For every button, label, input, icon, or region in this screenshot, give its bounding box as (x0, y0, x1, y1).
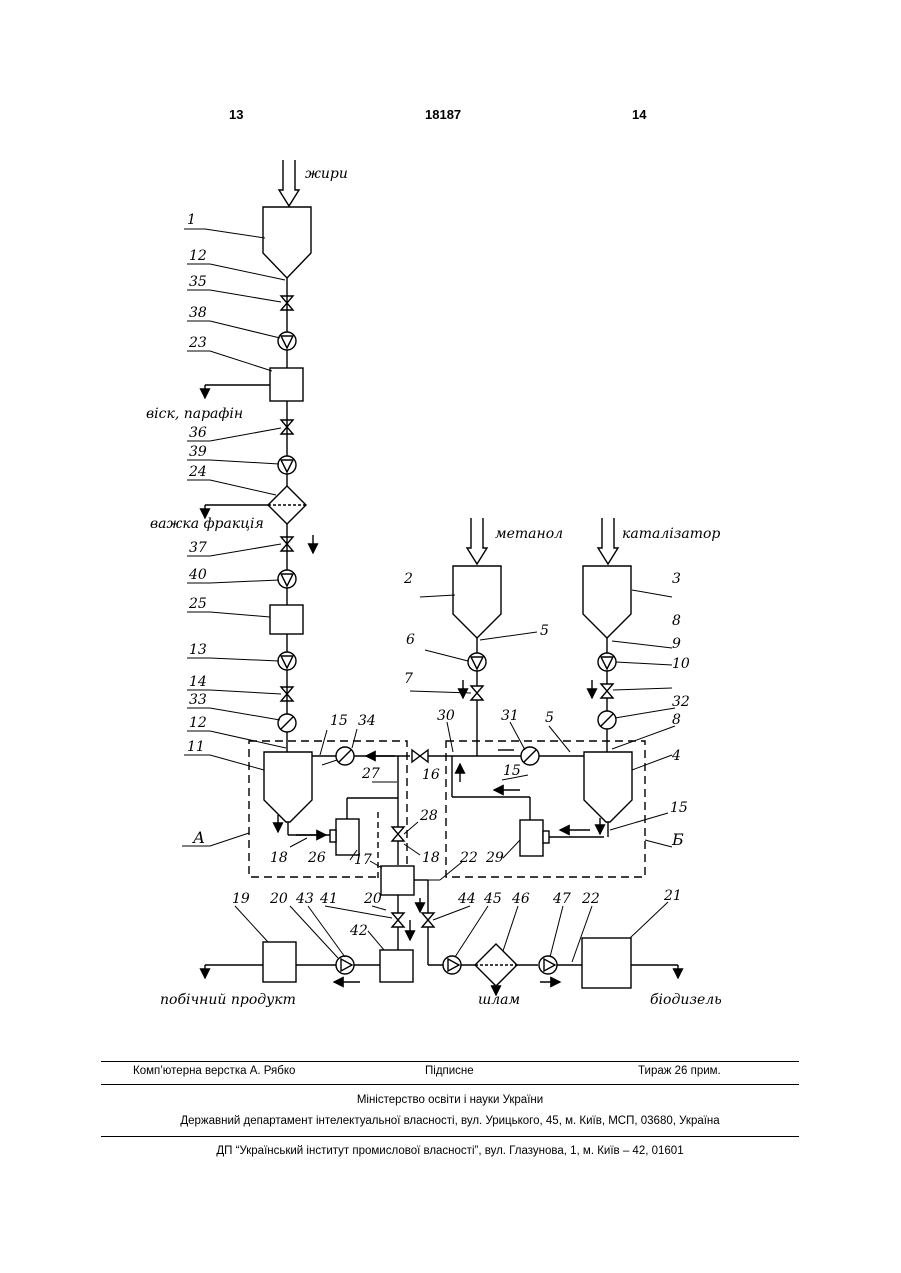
valve-10 (601, 684, 613, 698)
valve-7 (471, 686, 483, 700)
label-4: 4 (671, 748, 681, 764)
label-12a: 12 (189, 248, 207, 264)
label-42: 42 (349, 923, 368, 939)
label-15c: 15 (670, 800, 688, 816)
footer-ministry: Міністерство освіти і науки України (101, 1094, 799, 1106)
label-47: 47 (552, 891, 571, 907)
tank-1 (263, 207, 311, 278)
label-20a: 20 (269, 891, 288, 907)
label-15b: 15 (503, 763, 521, 779)
label-37: 37 (189, 540, 207, 556)
tank-2 (453, 566, 501, 638)
label-7: 7 (404, 671, 413, 687)
label-35: 35 (189, 274, 207, 290)
label-15a: 15 (330, 713, 348, 729)
label-18a: 18 (270, 850, 288, 866)
label-45: 45 (483, 891, 502, 907)
footer-signed: Підписне (425, 1065, 474, 1077)
label-11: 11 (187, 739, 205, 755)
label-17: 17 (354, 852, 372, 868)
fats-input-arrow (279, 160, 299, 206)
unit-26 (336, 819, 359, 855)
label-3: 3 (672, 571, 681, 587)
label-5a: 5 (545, 710, 554, 726)
footer-institute: ДП “Український інститут промислової вла… (101, 1145, 799, 1157)
footer-layout: Комп’ютерна верстка А. Рябко (133, 1065, 295, 1077)
label-43: 43 (295, 891, 314, 907)
label-27: 27 (361, 766, 380, 782)
heavy-fraction-label: важка фракція (150, 516, 264, 532)
label-30: 30 (437, 708, 455, 724)
label-12b: 12 (189, 715, 207, 731)
unit-29 (520, 820, 543, 856)
catalyst-label: каталізатор (622, 526, 720, 542)
valve-44 (422, 913, 434, 927)
label-29: 29 (485, 850, 504, 866)
biodiesel-label: біодизель (650, 992, 722, 1008)
label-26: 26 (307, 850, 326, 866)
label-2: 2 (403, 571, 413, 587)
label-23: 23 (188, 335, 207, 351)
footer-circulation: Тираж 26 прим. (638, 1065, 721, 1077)
label-1: 1 (187, 212, 196, 228)
process-flow-diagram: жири віск, парафін важка фракція (0, 0, 901, 1050)
label-25: 25 (188, 596, 207, 612)
label-14: 14 (189, 674, 207, 690)
label-13: 13 (189, 642, 207, 658)
footer-rule-1 (101, 1061, 799, 1062)
label-18b: 18 (422, 850, 440, 866)
tank-21 (582, 938, 631, 988)
vessel-42 (380, 950, 413, 982)
wax-output-label: віск, парафін (146, 406, 243, 422)
label-41: 41 (319, 891, 338, 907)
reactor-11 (264, 752, 312, 822)
label-5b: 5 (540, 623, 549, 639)
fats-label: жири (305, 166, 348, 182)
label-22a: 22 (459, 850, 478, 866)
label-32: 32 (672, 694, 690, 710)
label-6: 6 (406, 632, 415, 648)
methanol-label: метанол (495, 526, 563, 542)
label-8a: 8 (672, 712, 681, 728)
tank-3 (583, 566, 631, 638)
apparatus-23 (270, 368, 303, 401)
label-8b: 8 (672, 613, 681, 629)
label-16: 16 (422, 767, 440, 783)
reactor-4 (584, 752, 632, 822)
valve-28 (392, 827, 404, 841)
methanol-input-arrow (467, 518, 487, 564)
label-22b: 22 (581, 891, 600, 907)
catalyst-input-arrow (598, 518, 618, 564)
label-10: 10 (672, 656, 690, 672)
label-20b: 20 (363, 891, 382, 907)
label-39: 39 (189, 444, 207, 460)
tank-19 (263, 942, 296, 982)
label-31: 31 (501, 708, 519, 724)
label-19: 19 (232, 891, 250, 907)
footer-rule-3 (101, 1136, 799, 1137)
label-21: 21 (663, 888, 682, 904)
label-38: 38 (189, 305, 207, 321)
zone-a-label: А (192, 828, 205, 847)
label-33: 33 (189, 692, 207, 708)
label-36: 36 (189, 425, 207, 441)
sludge-label: шлам (478, 992, 520, 1008)
label-24: 24 (188, 464, 207, 480)
label-28: 28 (419, 808, 438, 824)
valve-16 (412, 750, 428, 762)
apparatus-25 (270, 605, 303, 634)
label-34: 34 (358, 713, 376, 729)
byproduct-label: побічний продукт (160, 992, 296, 1008)
valve-41 (392, 913, 404, 927)
label-40: 40 (188, 567, 207, 583)
footer-rule-2 (101, 1084, 799, 1085)
vessel-17 (381, 866, 414, 895)
label-46: 46 (511, 891, 530, 907)
label-9: 9 (672, 636, 681, 652)
footer-department: Державний департамент інтелектуальної вл… (101, 1115, 799, 1127)
label-44: 44 (457, 891, 476, 907)
zone-b-label: Б (671, 830, 684, 849)
